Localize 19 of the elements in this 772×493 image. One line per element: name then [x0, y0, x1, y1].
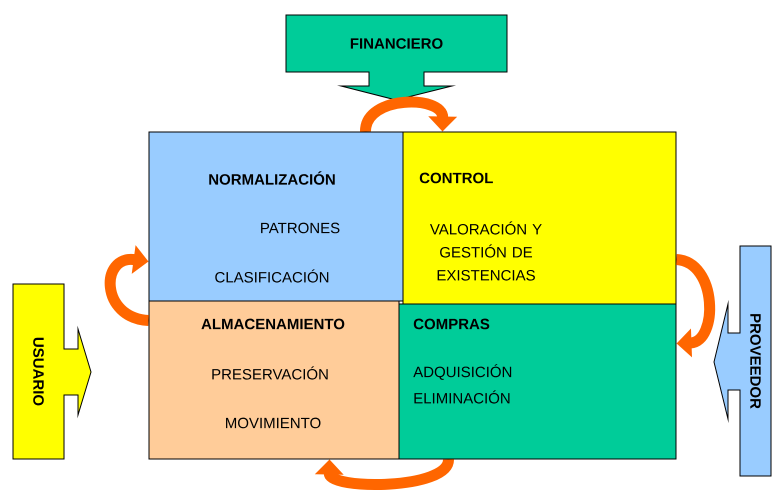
block-arrow-callout: USUARIO: [12, 284, 92, 460]
item-text: CLASIFICACIÓN: [215, 269, 328, 283]
item-text: VALORACIÓN Y GESTIÓN DE EXISTENCIAS: [430, 221, 542, 281]
item-text: PRESERVACIÓN: [212, 366, 328, 380]
curved-arrow: [314, 458, 454, 490]
quadrant-box: [402, 132, 676, 304]
item-text: ADQUISICIÓN: [413, 364, 512, 380]
block-arrow-callout: FINANCIERO: [286, 14, 508, 101]
item-text: MOVIMIENTO: [226, 418, 320, 428]
item-text: ELIMINACIÓN: [414, 390, 510, 404]
heading: ALMACENAMIENTO: [201, 318, 344, 330]
quadrant-box: [398, 304, 676, 460]
quadrant-box: [148, 132, 404, 302]
quadrant-box: [148, 300, 400, 460]
block-arrow-callout: PROVEEDOR: [713, 246, 772, 476]
item-text: PATRONES: [261, 222, 340, 234]
heading: CONTROL: [420, 172, 493, 184]
heading: COMPRAS: [414, 318, 490, 330]
heading: NORMALIZACIÓN: [209, 171, 335, 185]
